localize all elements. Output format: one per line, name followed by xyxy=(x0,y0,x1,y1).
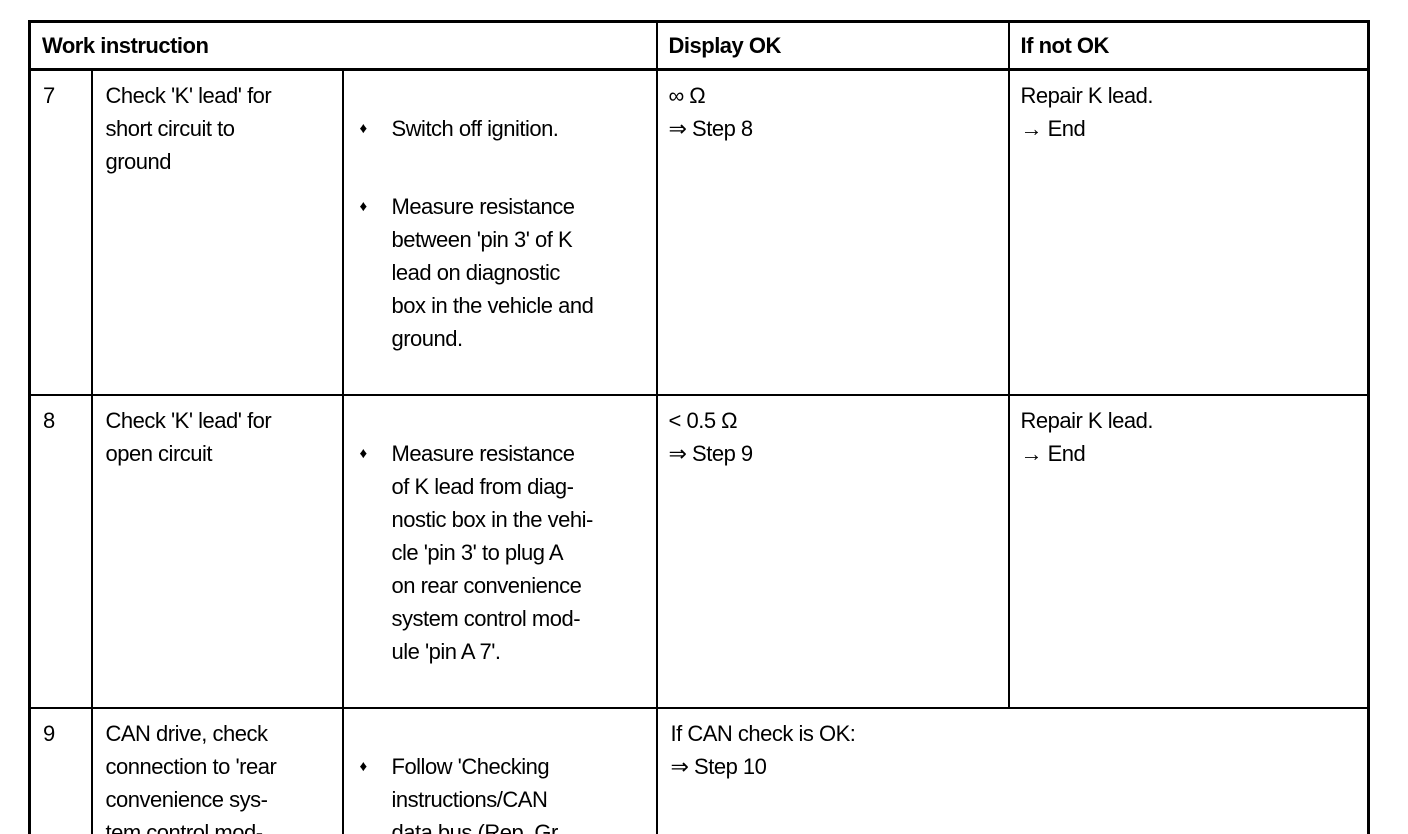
step-number: 7 xyxy=(28,68,93,396)
check-description: Check 'K' lead' for short circuit to gro… xyxy=(90,68,344,396)
action-text: Follow 'Checking instructions/CAN data b… xyxy=(391,754,563,834)
diagnostic-procedure-table: Work instruction Display OK If not OK 7 … xyxy=(28,20,1371,834)
if-not-ok-cell: Repair K lead. → End xyxy=(1007,68,1370,396)
table-row-step-8: 8 Check 'K' lead' for open circuit ♦ Mea… xyxy=(28,394,1370,709)
action-item: ♦ Follow 'Checking instructions/CAN data… xyxy=(358,750,652,834)
diamond-bullet-icon: ♦ xyxy=(359,758,368,775)
action-text: Switch off ignition. xyxy=(391,116,559,141)
result-merged-cell: If CAN check is OK: ⇒ Step 10 xyxy=(655,707,1370,834)
procedure-cell: ♦ Follow 'Checking instructions/CAN data… xyxy=(341,707,658,834)
action-text: Measure resistance between 'pin 3' of K … xyxy=(391,194,594,351)
action-item: ♦ Switch off ignition. xyxy=(358,112,652,145)
if-not-ok-cell: Repair K lead. → End xyxy=(1007,394,1370,709)
diamond-bullet-icon: ♦ xyxy=(359,445,368,462)
diamond-bullet-icon: ♦ xyxy=(359,120,368,137)
action-item: ♦ Measure resistance of K lead from diag… xyxy=(358,437,652,668)
header-row: Work instruction Display OK If not OK xyxy=(28,20,1370,71)
diamond-bullet-icon: ♦ xyxy=(359,198,368,215)
check-description: CAN drive, check connection to 'rear con… xyxy=(90,707,344,834)
table-row-step-9: 9 CAN drive, check connection to 'rear c… xyxy=(28,707,1370,834)
table-row-step-7: 7 Check 'K' lead' for short circuit to g… xyxy=(28,68,1370,396)
action-item: ♦ Measure resistance between 'pin 3' of … xyxy=(358,190,652,355)
procedure-cell: ♦ Switch off ignition. ♦ Measure resista… xyxy=(341,68,658,396)
check-description: Check 'K' lead' for open circuit xyxy=(90,394,344,709)
header-if-not-ok: If not OK xyxy=(1007,20,1370,71)
display-ok-cell: ∞ Ω ⇒ Step 8 xyxy=(655,68,1010,396)
procedure-cell: ♦ Measure resistance of K lead from diag… xyxy=(341,394,658,709)
header-work-instruction: Work instruction xyxy=(28,20,658,71)
step-number: 9 xyxy=(28,707,93,834)
action-text: Measure resistance of K lead from diag- … xyxy=(391,441,594,664)
step-number: 8 xyxy=(28,394,93,709)
header-display-ok: Display OK xyxy=(655,20,1010,71)
display-ok-cell: < 0.5 Ω ⇒ Step 9 xyxy=(655,394,1010,709)
